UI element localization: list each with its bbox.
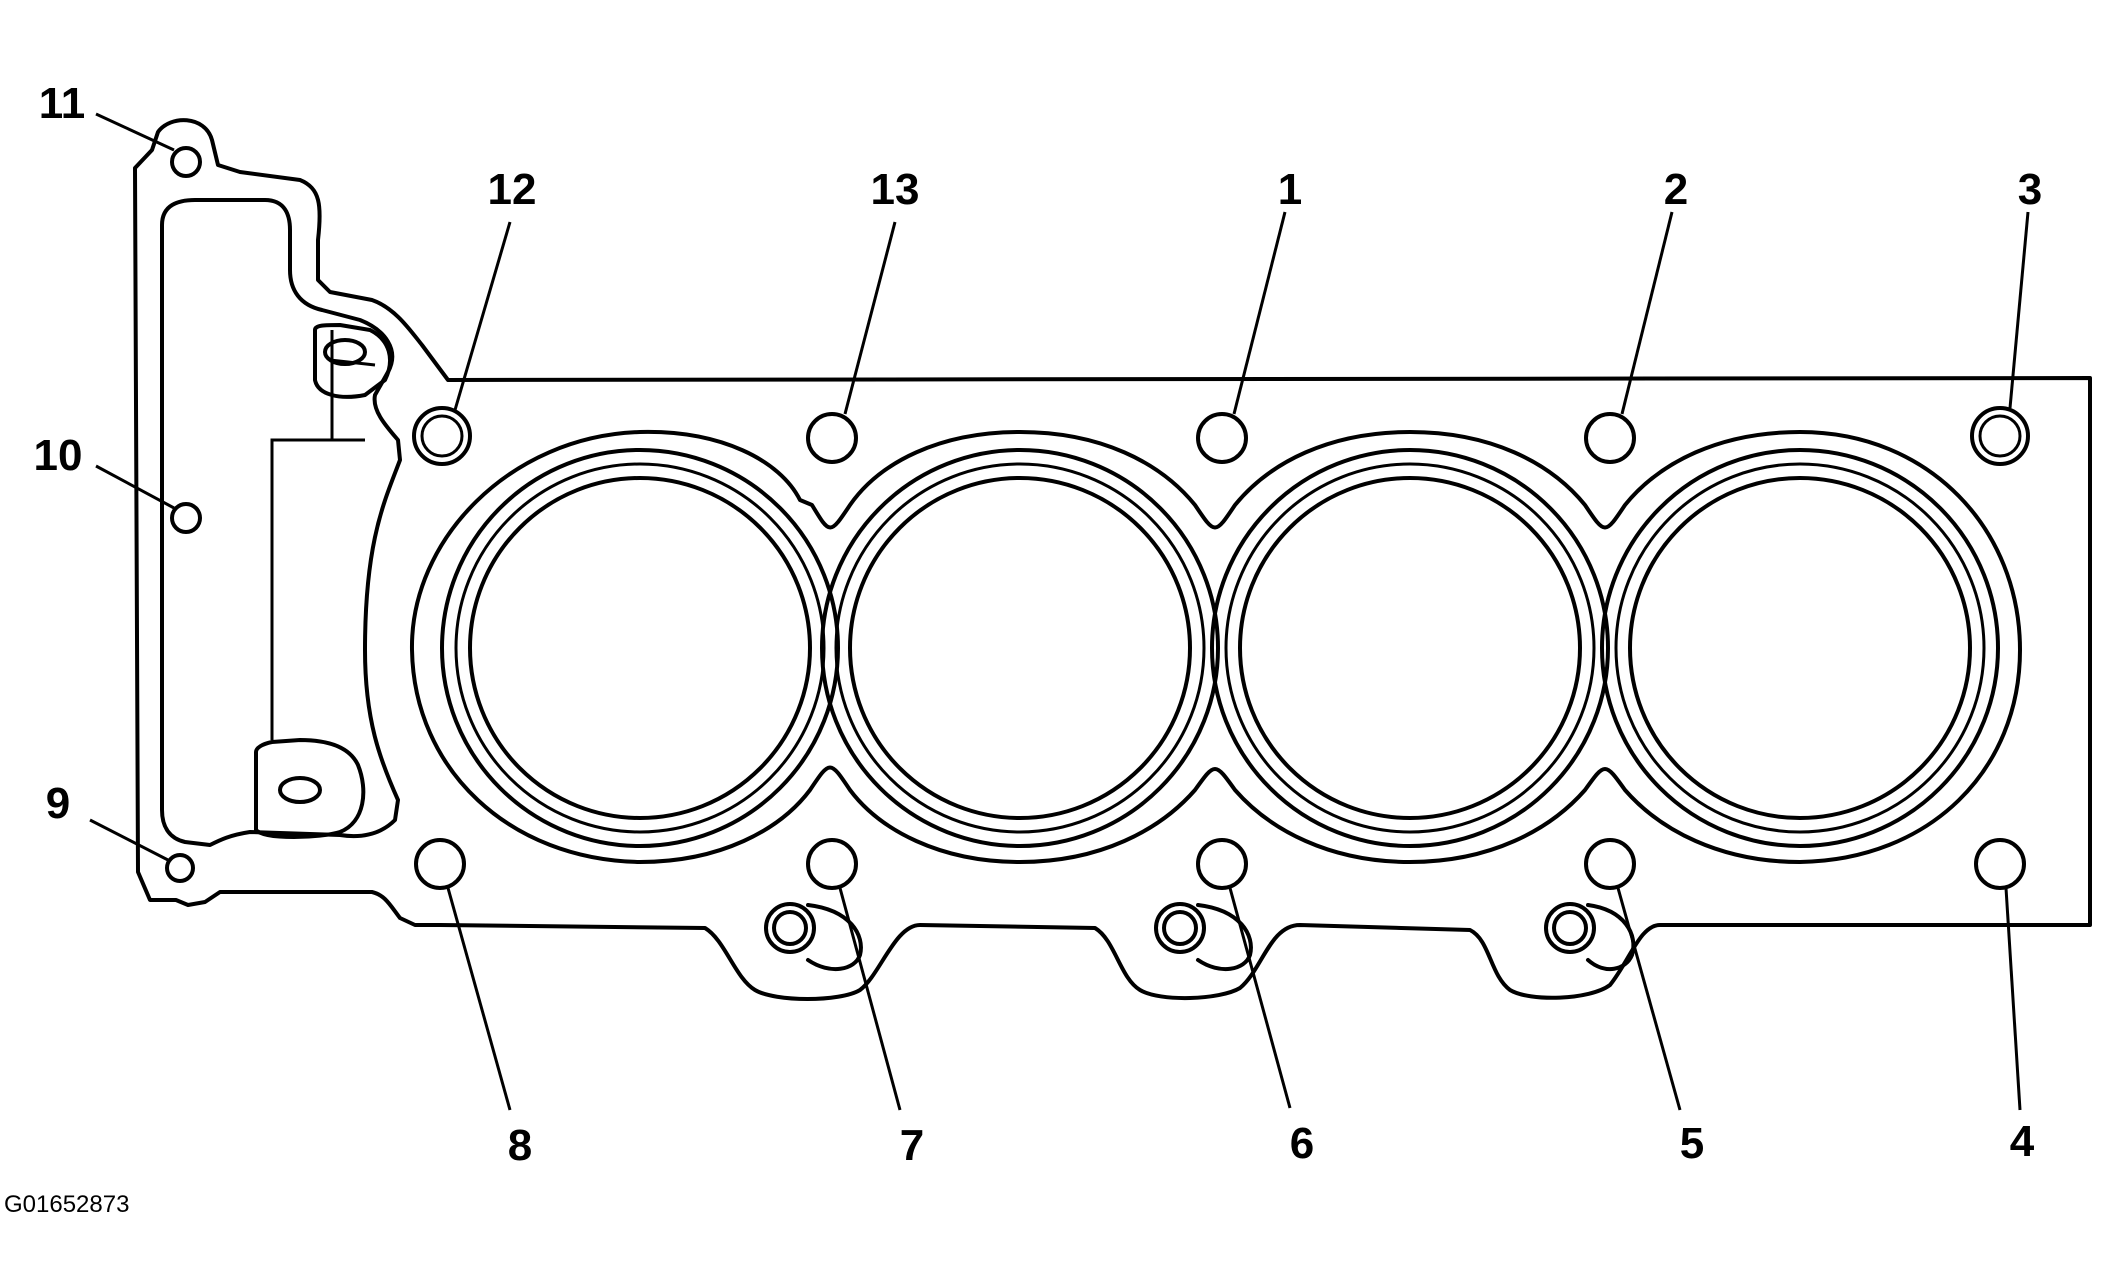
bolt-label-13: 13 xyxy=(871,165,920,214)
passage-left xyxy=(764,902,863,972)
bolt-hole-12 xyxy=(412,406,472,466)
leader-3 xyxy=(2008,211,2030,409)
bolt-holes xyxy=(165,146,2030,890)
bolt-label-7: 7 xyxy=(900,1121,924,1170)
leader-7 xyxy=(838,887,902,1111)
bolt-label-1: 1 xyxy=(1278,165,1302,214)
bolt-label-3: 3 xyxy=(2018,165,2042,214)
bolt-hole-3 xyxy=(1970,406,2030,466)
bolt-hole-7 xyxy=(806,838,858,890)
leader-9 xyxy=(89,818,169,862)
bolt-label-11: 11 xyxy=(39,79,86,128)
bolt-hole-5 xyxy=(1584,838,1636,890)
bolt-label-4: 4 xyxy=(2010,1117,2035,1166)
bolt-hole-9 xyxy=(165,853,195,883)
cylinder-bore-2 xyxy=(820,448,1220,848)
bolt-label-5: 5 xyxy=(1680,1119,1704,1168)
figure-id: G01652873 xyxy=(4,1191,129,1218)
cylinder-bore-1 xyxy=(440,448,840,848)
bolt-hole-13 xyxy=(806,412,858,464)
bolt-hole-2 xyxy=(1584,412,1636,464)
cylinder-bore-4 xyxy=(1600,448,2000,848)
combustion-bore-seals xyxy=(409,429,2022,864)
bolt-label-9: 9 xyxy=(46,779,70,828)
lower-passages xyxy=(764,902,1636,972)
bolt-hole-10 xyxy=(170,502,202,534)
leader-1 xyxy=(1232,211,1287,415)
leader-11 xyxy=(95,112,175,152)
bolt-hole-11 xyxy=(170,146,202,178)
bolt-label-12: 12 xyxy=(488,165,537,214)
leader-10 xyxy=(95,464,175,510)
leader-lines xyxy=(89,112,2030,1111)
leader-6 xyxy=(1228,887,1292,1109)
bolt-hole-8 xyxy=(414,838,466,890)
leader-4 xyxy=(2004,887,2022,1111)
bolt-label-10: 10 xyxy=(34,431,83,480)
bolt-label-8: 8 xyxy=(508,1121,532,1170)
leader-12 xyxy=(453,221,512,411)
leader-13 xyxy=(843,221,897,415)
leader-2 xyxy=(1620,211,1674,415)
gasket-outline xyxy=(133,118,2092,1001)
leader-5 xyxy=(1616,887,1682,1111)
bolt-hole-1 xyxy=(1196,412,1248,464)
passage-middle xyxy=(1154,902,1253,972)
bolt-label-6: 6 xyxy=(1290,1119,1314,1168)
leader-8 xyxy=(446,887,512,1111)
cylinder-bore-3 xyxy=(1210,448,1610,848)
passage-right xyxy=(1544,902,1636,971)
bolt-hole-4 xyxy=(1974,838,2026,890)
bolt-number-labels: 11 10 9 12 13 1 2 3 8 7 6 5 4 xyxy=(34,79,2043,1170)
bolt-label-2: 2 xyxy=(1664,165,1688,214)
bolt-hole-6 xyxy=(1196,838,1248,890)
